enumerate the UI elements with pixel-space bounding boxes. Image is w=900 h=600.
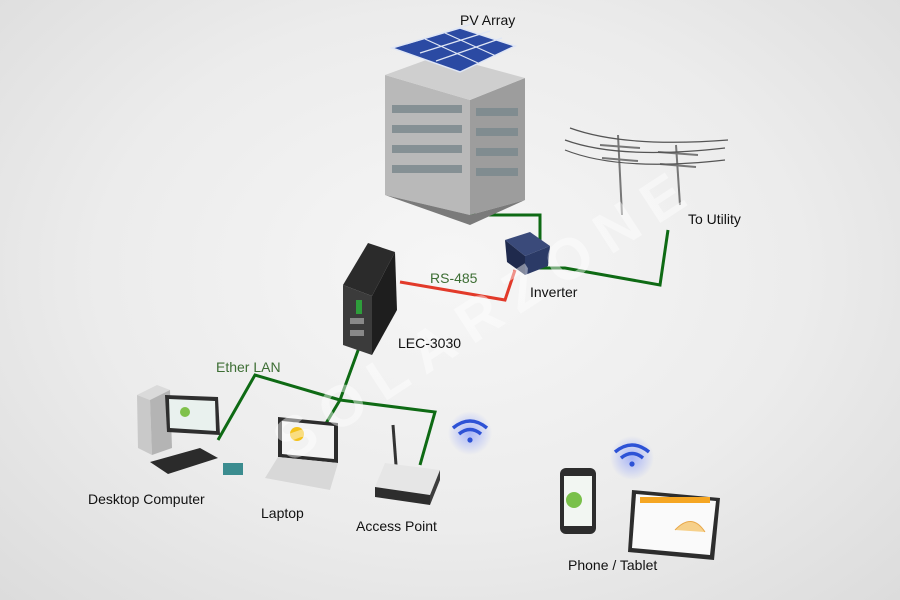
pv-array-label: PV Array	[460, 12, 516, 28]
ether-lan-label: Ether LAN	[216, 359, 281, 375]
access-point-label: Access Point	[356, 518, 437, 534]
solar-panel-icon	[389, 22, 518, 73]
inverter-icon	[505, 232, 550, 275]
laptop-label: Laptop	[261, 505, 304, 521]
connection-lines	[216, 213, 670, 466]
desktop-icon	[137, 385, 243, 475]
desktop-label: Desktop Computer	[88, 491, 205, 507]
rs485-label: RS-485	[430, 270, 478, 286]
wifi-icon	[610, 436, 654, 480]
rs485-line	[399, 269, 517, 302]
wifi-icon	[448, 411, 492, 455]
phone-icon	[560, 468, 596, 534]
router-icon	[375, 424, 440, 505]
lan-line-desktop	[216, 373, 341, 441]
controller-icon	[343, 243, 397, 355]
to-utility-label: To Utility	[688, 211, 741, 227]
pv-to-inverter-line	[470, 213, 542, 240]
phone-tablet-label: Phone / Tablet	[568, 557, 658, 573]
lan-line-laptop	[323, 399, 342, 426]
lec-label: LEC-3030	[398, 335, 462, 351]
inverter-label: Inverter	[530, 284, 578, 300]
laptop-icon	[265, 417, 338, 490]
tablet-icon	[628, 490, 720, 560]
lan-line-main	[338, 344, 362, 401]
lan-line-ap	[339, 398, 437, 466]
power-pole-icon	[564, 127, 729, 216]
inverter-to-utility-line	[535, 229, 670, 287]
building-icon	[385, 55, 525, 225]
